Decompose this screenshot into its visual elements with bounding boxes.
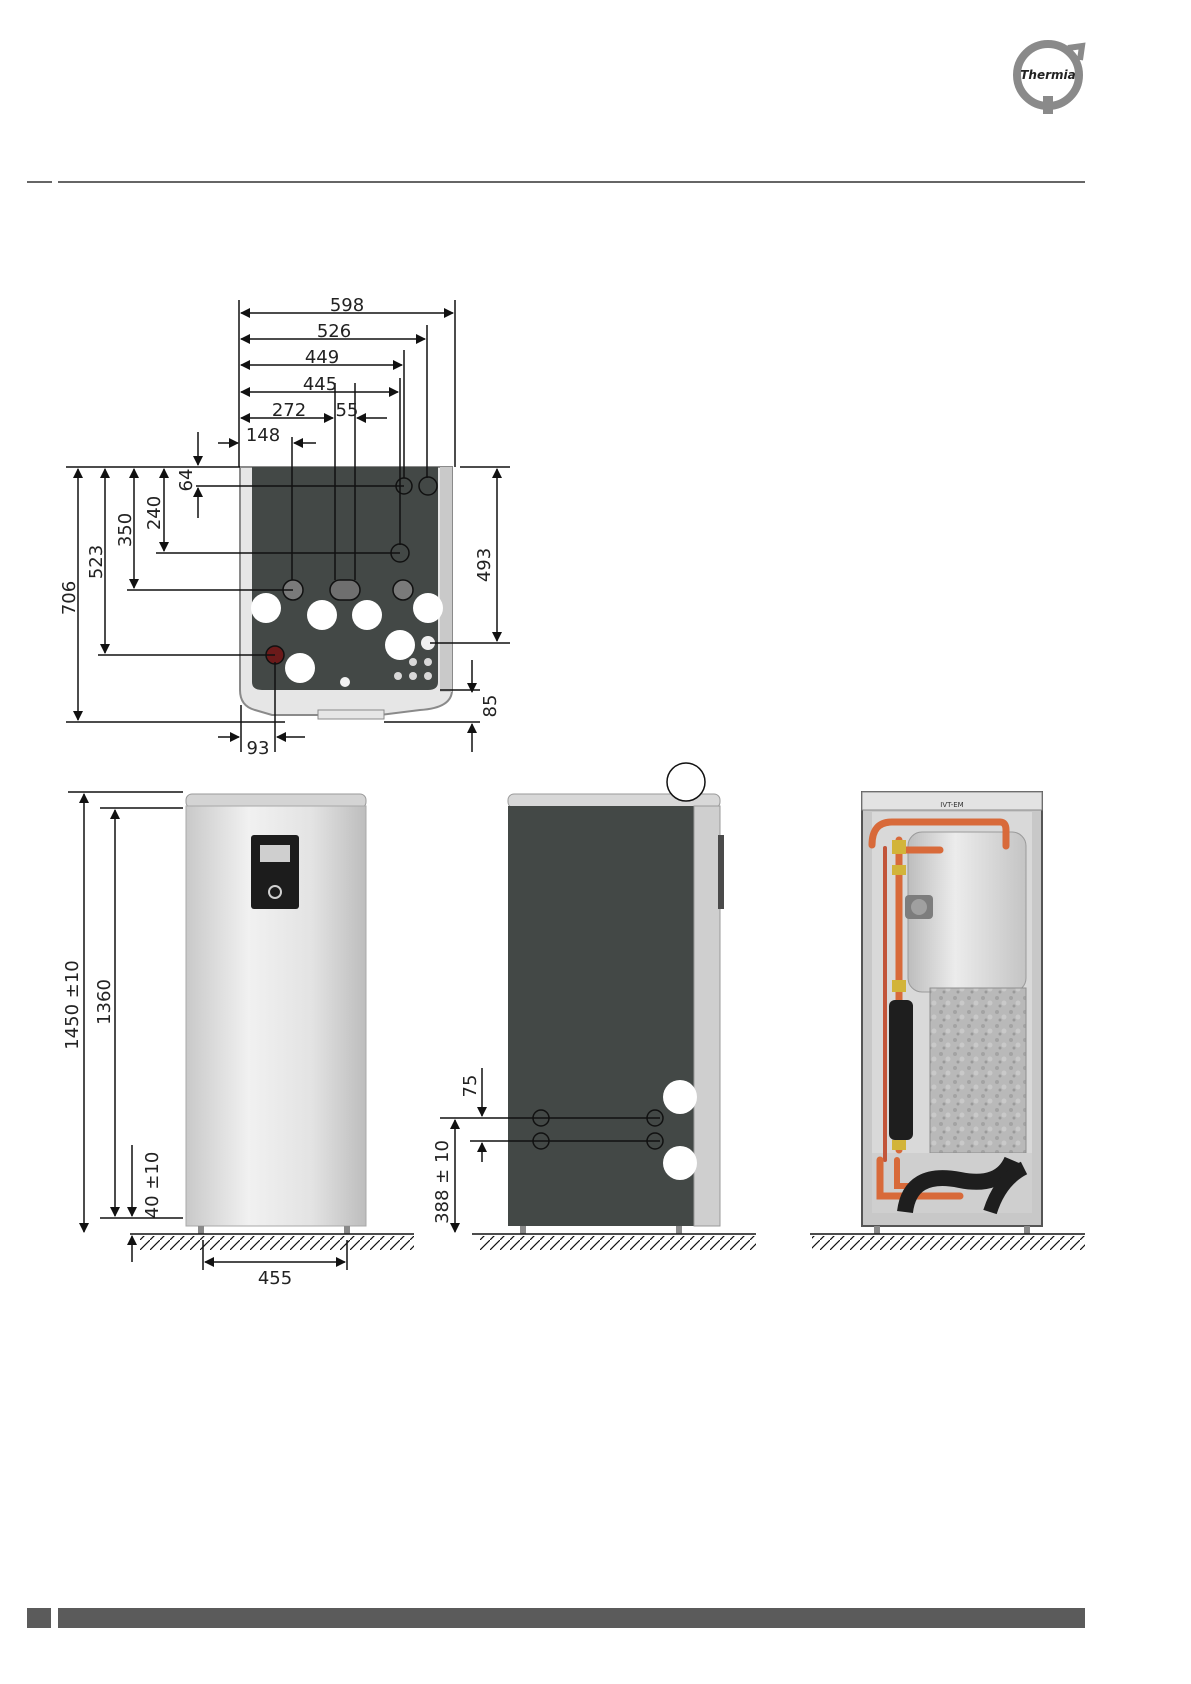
- connection-port: [393, 580, 413, 600]
- dimension-width: 455: [258, 1268, 292, 1289]
- top-view: 598 526 449 445 272 55 148 64 240 350 52…: [59, 295, 510, 759]
- side-foot: [676, 1226, 682, 1234]
- dimension-height-connection: 388 ± 10: [432, 1140, 453, 1224]
- connection-port-double: [330, 580, 360, 600]
- callout-circle: [667, 763, 705, 801]
- dimension-445: 445: [303, 374, 337, 395]
- dimension-height-total: 1450 ±10: [62, 960, 83, 1050]
- callout-circle: [385, 630, 415, 660]
- dimension-93: 93: [247, 738, 270, 759]
- front-view: 1450 ±10 1360 40 ±10 455: [62, 792, 414, 1289]
- dimension-64: 64: [176, 469, 197, 492]
- display-screen: [260, 845, 290, 862]
- dimension-85: 85: [480, 695, 501, 718]
- floor-hatch: [480, 1236, 756, 1250]
- callout-circle: [251, 593, 281, 623]
- cable-entry: [409, 658, 417, 666]
- side-view-front-edge: [694, 806, 720, 1226]
- side-view: 75 388 ± 10: [432, 763, 756, 1250]
- dimension-523: 523: [86, 545, 107, 579]
- cable-entry: [424, 672, 432, 680]
- top-view-bottom-lip: [318, 710, 384, 719]
- dimension-526: 526: [317, 321, 351, 342]
- dimension-spacing: 75: [460, 1075, 481, 1098]
- insulation-block: [930, 988, 1026, 1153]
- callout-circle: [663, 1146, 697, 1180]
- inside-view: IVT-EM: [810, 792, 1085, 1250]
- callout-circle: [307, 600, 337, 630]
- cable-entry: [340, 677, 350, 687]
- dimension-272: 272: [272, 400, 306, 421]
- dimension-height-body: 1360: [94, 979, 115, 1025]
- footer-bar: [58, 1608, 1085, 1628]
- inside-foot: [1024, 1226, 1030, 1234]
- dimension-foot: 40 ±10: [142, 1152, 163, 1219]
- callout-circle: [413, 593, 443, 623]
- top-view-side-strip: [440, 467, 452, 692]
- thermia-logo: Thermia: [1017, 44, 1082, 114]
- circulation-pump: [905, 895, 933, 919]
- cable-entry: [409, 672, 417, 680]
- brand-name: Thermia: [1020, 68, 1076, 82]
- dimension-493: 493: [474, 548, 495, 582]
- side-foot: [520, 1226, 526, 1234]
- dimension-55: 55: [336, 400, 359, 421]
- floor-hatch: [812, 1236, 1085, 1250]
- dimension-706: 706: [59, 581, 80, 615]
- dimension-449: 449: [305, 347, 339, 368]
- dimension-350: 350: [115, 513, 136, 547]
- cable-entry: [394, 672, 402, 680]
- label-plate: IVT-EM: [940, 801, 963, 809]
- callout-circle: [663, 1080, 697, 1114]
- dimension-598: 598: [330, 295, 364, 316]
- callout-circle: [285, 653, 315, 683]
- footer-page-marker: [27, 1608, 51, 1628]
- cable-entry: [424, 658, 432, 666]
- callout-circle: [352, 600, 382, 630]
- side-view-display-edge: [718, 835, 724, 909]
- dimension-148: 148: [246, 425, 280, 446]
- front-foot: [198, 1226, 204, 1234]
- front-foot: [344, 1226, 350, 1234]
- insulated-pipe: [889, 1000, 913, 1140]
- dimension-240: 240: [144, 496, 165, 530]
- inside-foot: [874, 1226, 880, 1234]
- floor-hatch: [140, 1236, 414, 1250]
